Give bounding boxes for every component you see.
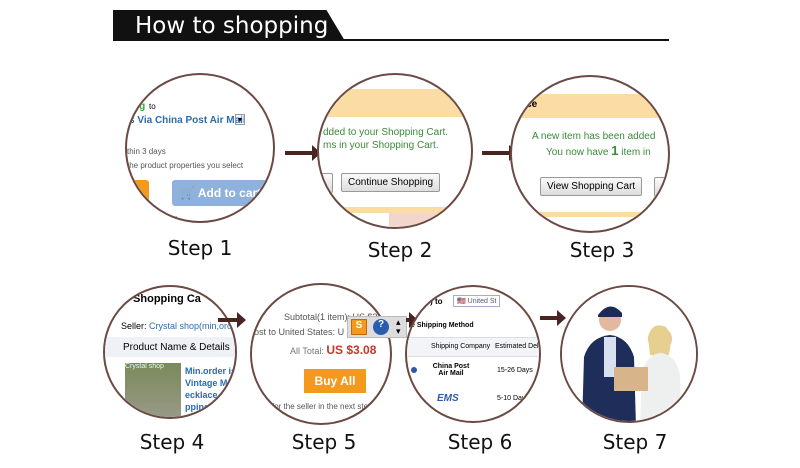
- item-count: 1: [611, 143, 619, 158]
- cart-count-message: ms in your Shopping Cart.: [323, 140, 439, 151]
- total-label: All Total:: [290, 346, 324, 356]
- product-line: Min.order is: [185, 366, 237, 376]
- step-5-label: Step 5: [291, 430, 357, 454]
- cart-icon: 🛒: [180, 186, 195, 200]
- dropdown-icon[interactable]: ▾: [235, 114, 246, 125]
- total-value: US $3.08: [326, 343, 377, 357]
- step-7-circle: [560, 285, 698, 423]
- new-item-message: A new item has been added: [532, 131, 656, 142]
- product-line: Vintage Met: [185, 378, 236, 388]
- more-icon[interactable]: ▴▾: [396, 317, 401, 336]
- china-post-option: China Post Air Mail: [432, 363, 470, 377]
- step-5-circle: Subtotal(1 item): US $3.08 ost to United…: [250, 283, 392, 425]
- product-title-link[interactable]: Min.order is Vintage Met ecklace Je pping: [185, 365, 237, 413]
- product-image[interactable]: Crystal shop: [125, 363, 181, 417]
- ship-to-label: (s) to: [423, 297, 443, 306]
- to-text: to: [149, 102, 156, 111]
- step-2-label: Step 2: [367, 238, 433, 262]
- item-in-text: item in: [621, 147, 651, 158]
- step-6-label: Step 6: [447, 430, 513, 454]
- header-banner: How to shopping: [113, 10, 345, 41]
- shipping-method-title: e Shipping Method: [411, 322, 474, 329]
- shipping-word: ng: [133, 101, 146, 112]
- cart-title: ur Shopping Ca: [119, 293, 201, 305]
- help-icon[interactable]: ?: [373, 319, 389, 335]
- view-shopping-cart-button[interactable]: View Shopping Cart: [540, 177, 643, 196]
- properties-text: the product properties you select: [127, 161, 244, 170]
- country-select[interactable]: 🇺🇸 United St: [453, 295, 501, 307]
- step-1-circle: ng to s Via China Post Air Mail ▾ thin 3…: [125, 73, 275, 223]
- company-column-header: Shipping Company: [431, 343, 491, 350]
- added-message: dded to your Shopping Cart.: [323, 127, 449, 138]
- product-line: pping: [185, 402, 210, 412]
- step-3-circle: tice A new item has been added You now h…: [510, 75, 670, 233]
- toolbar-overlay: S ? ▴▾: [347, 316, 407, 338]
- product-column-header: Product Name & Details: [105, 337, 235, 357]
- other-button[interactable]: [654, 177, 668, 197]
- step-3-label: Step 3: [569, 238, 635, 262]
- buy-now-button[interactable]: w: [127, 180, 149, 206]
- now-have-text: You now have: [546, 147, 609, 158]
- continue-shopping-button[interactable]: Continue Shopping: [341, 173, 441, 192]
- shipping-method-select[interactable]: s Via China Post Air Mail: [129, 115, 246, 126]
- arrow-icon: [482, 145, 518, 161]
- seller-note: for the seller in the next step: [272, 402, 373, 411]
- step-2-circle: dded to your Shopping Cart. ms in your S…: [317, 73, 473, 229]
- radio-china-post[interactable]: [411, 367, 417, 373]
- step-7-label: Step 7: [602, 430, 668, 454]
- add-to-cart-button[interactable]: 🛒 Add to cart: [172, 180, 272, 206]
- notice-title: tice: [520, 99, 538, 110]
- seller-label: Seller:: [121, 321, 147, 331]
- product-line: ecklace Je: [185, 390, 231, 400]
- shipping-value: U: [337, 327, 345, 337]
- shipping-label: ost to United States:: [254, 327, 336, 337]
- china-post-days: 15-26 Days: [497, 367, 533, 374]
- step-4-circle: ur Shopping Ca Seller: Crystal shop(min,…: [103, 285, 237, 419]
- arrow-icon: [218, 312, 246, 328]
- seller-link[interactable]: Crystal shop(min,ord: [149, 321, 233, 331]
- page-title: How to shopping: [135, 13, 329, 39]
- arrow-icon: [540, 310, 566, 326]
- adds-count: 6 Adds): [151, 215, 179, 223]
- ems-logo: EMS: [437, 393, 459, 404]
- country-value: United St: [467, 298, 497, 305]
- ems-days: 5-10 Days: [497, 395, 529, 402]
- delivery-photo: [562, 287, 696, 421]
- s-icon[interactable]: S: [351, 319, 367, 335]
- header-rule: [113, 39, 669, 41]
- step-6-circle: (s) to 🇺🇸 United St e Shipping Method Sh…: [405, 285, 541, 423]
- arrow-icon: [406, 312, 418, 328]
- buy-all-button[interactable]: Buy All: [304, 369, 366, 393]
- arrow-icon: [285, 145, 321, 161]
- add-to-cart-label: Add to cart: [197, 186, 262, 200]
- step-4-label: Step 4: [139, 430, 205, 454]
- subtotal-label: Subtotal(1 item):: [284, 312, 351, 322]
- delivery-text: thin 3 days: [127, 147, 166, 156]
- step-1-label: Step 1: [167, 236, 233, 260]
- delivery-column-header: Estimated Deli: [495, 343, 541, 350]
- checkout-button[interactable]: [319, 173, 333, 193]
